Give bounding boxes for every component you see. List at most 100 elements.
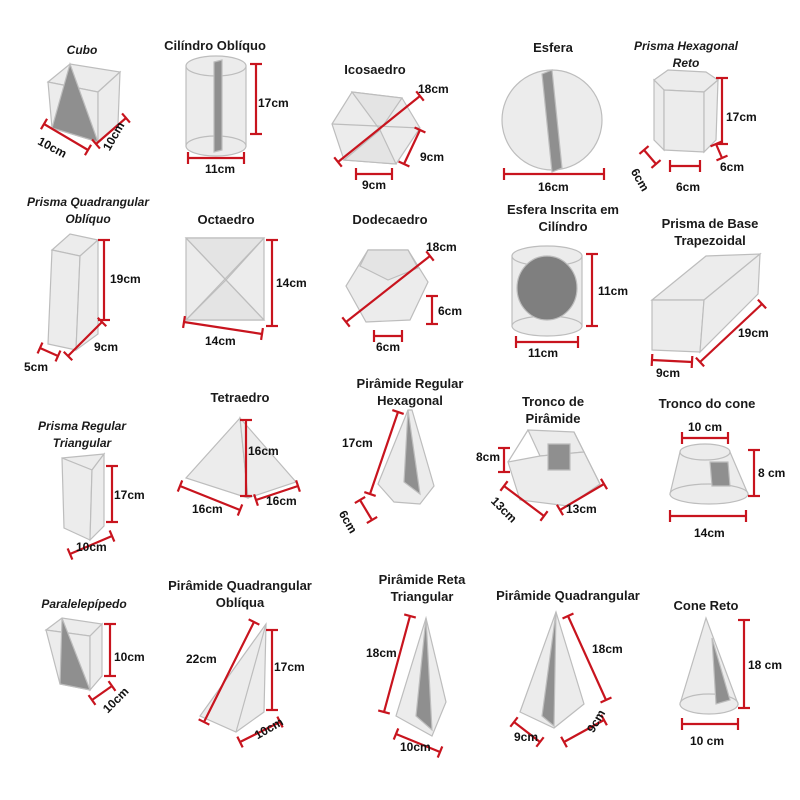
dimension-label: 11cm — [598, 284, 629, 298]
face — [653, 78, 665, 152]
dim-line — [738, 618, 750, 710]
face — [61, 457, 93, 541]
dim-line — [502, 168, 606, 180]
dim-line — [499, 480, 549, 522]
face — [239, 416, 298, 499]
dim-line — [748, 448, 760, 498]
dimension-label: 6cm — [676, 180, 701, 194]
dim-line — [36, 342, 62, 362]
dim-line — [509, 716, 545, 748]
cone-frustum-solid — [669, 443, 749, 505]
dimension-label: 5cm — [24, 360, 49, 374]
dimension-label: 6cm — [720, 160, 745, 174]
dim-line — [498, 446, 510, 474]
solid-title: Tronco de — [521, 394, 585, 409]
dimension-label: 13cm — [566, 502, 597, 516]
dimension-label: 17cm — [114, 488, 145, 502]
dim-line — [333, 90, 425, 168]
dim-line — [363, 409, 405, 497]
dimension-label: 22cm — [186, 652, 217, 666]
dimension-label: 8 cm — [758, 466, 786, 480]
dimension-label: 6cm — [376, 340, 401, 354]
solid-title: Reto — [672, 56, 700, 70]
dimension-label: 9cm — [656, 366, 681, 380]
dim-line — [236, 716, 284, 748]
divider-plate — [415, 617, 433, 732]
oblique-quadrangular-prism-solid — [47, 233, 100, 352]
dimension-label: 9cm — [94, 340, 119, 354]
divider-plate — [541, 69, 563, 173]
solid-title: Tronco do cone — [658, 396, 756, 411]
edge — [573, 431, 601, 485]
icosahedron-solid — [331, 91, 421, 165]
dim-line — [62, 316, 108, 362]
dim-line — [586, 252, 598, 328]
dimension-label: 18cm — [426, 240, 457, 254]
dimension-label: 11cm — [205, 162, 236, 176]
dim-line — [668, 160, 702, 172]
dim-line — [638, 145, 662, 169]
face — [89, 622, 103, 692]
divider-plate — [711, 637, 731, 705]
dimension-label: 18cm — [366, 646, 397, 660]
edge — [185, 237, 265, 321]
dimension-label: 17cm — [342, 436, 373, 450]
dimension-label: 10cm — [400, 740, 431, 754]
dim-line — [98, 238, 110, 322]
triangular-pyramid-solid — [395, 615, 447, 737]
dim-line — [176, 480, 244, 516]
dim-line — [354, 168, 394, 180]
face — [679, 616, 739, 705]
dim-line — [710, 140, 728, 162]
cone-solid — [679, 616, 739, 715]
edge — [331, 123, 421, 129]
dim-line — [106, 464, 118, 524]
pyramid-frustum-solid — [507, 429, 601, 507]
face — [663, 89, 705, 153]
dim-line — [392, 728, 444, 758]
octahedron-solid — [184, 237, 266, 321]
dimension-label: 16cm — [538, 180, 569, 194]
dim-line — [341, 250, 435, 328]
dim-line — [91, 112, 131, 150]
dim-line — [182, 315, 264, 341]
solid-title: Cubo — [66, 43, 98, 57]
solid-title: Dodecaedro — [352, 212, 428, 227]
solid-title: Triangular — [390, 589, 454, 604]
hexagonal-pyramid-solid — [377, 409, 435, 505]
solid-title: Paralelepípedo — [41, 597, 127, 611]
solid-title: Esfera — [533, 40, 573, 55]
solid-title: Prisma Quadrangular — [26, 195, 150, 209]
dim-line — [680, 432, 730, 444]
edge — [235, 623, 267, 733]
dim-line — [556, 478, 608, 516]
hexagonal-prism-solid — [653, 69, 719, 154]
dim-line — [426, 294, 438, 326]
solid-title: Pirâmide Reta — [378, 572, 466, 587]
dimension-label: 18 cm — [748, 658, 783, 672]
divider-plate — [213, 59, 223, 153]
parallelepiped-solid — [44, 617, 104, 692]
dim-line — [253, 479, 301, 507]
dimension-label: 10 cm — [690, 734, 725, 748]
dim-line — [40, 118, 92, 156]
inscribed-sphere-cylinder-solid — [511, 245, 583, 337]
dim-line — [514, 336, 580, 348]
face — [350, 91, 404, 132]
dim-line — [104, 622, 116, 678]
dimension-label: 9cm — [514, 730, 539, 744]
triangular-prism-solid — [61, 452, 106, 542]
divider-plate — [547, 443, 571, 471]
dimension-label: 9cm — [420, 150, 445, 164]
cube-solid — [46, 62, 122, 144]
dimension-label: 14cm — [205, 334, 236, 348]
dim-line — [650, 353, 694, 369]
dimension-label: 14cm — [694, 526, 725, 540]
divider-plate — [51, 62, 99, 143]
solid-title: Cilíndro Oblíquo — [164, 38, 266, 53]
solid-title: Pirâmide Regular — [356, 376, 464, 391]
dim-line — [680, 718, 740, 730]
face — [47, 249, 81, 351]
